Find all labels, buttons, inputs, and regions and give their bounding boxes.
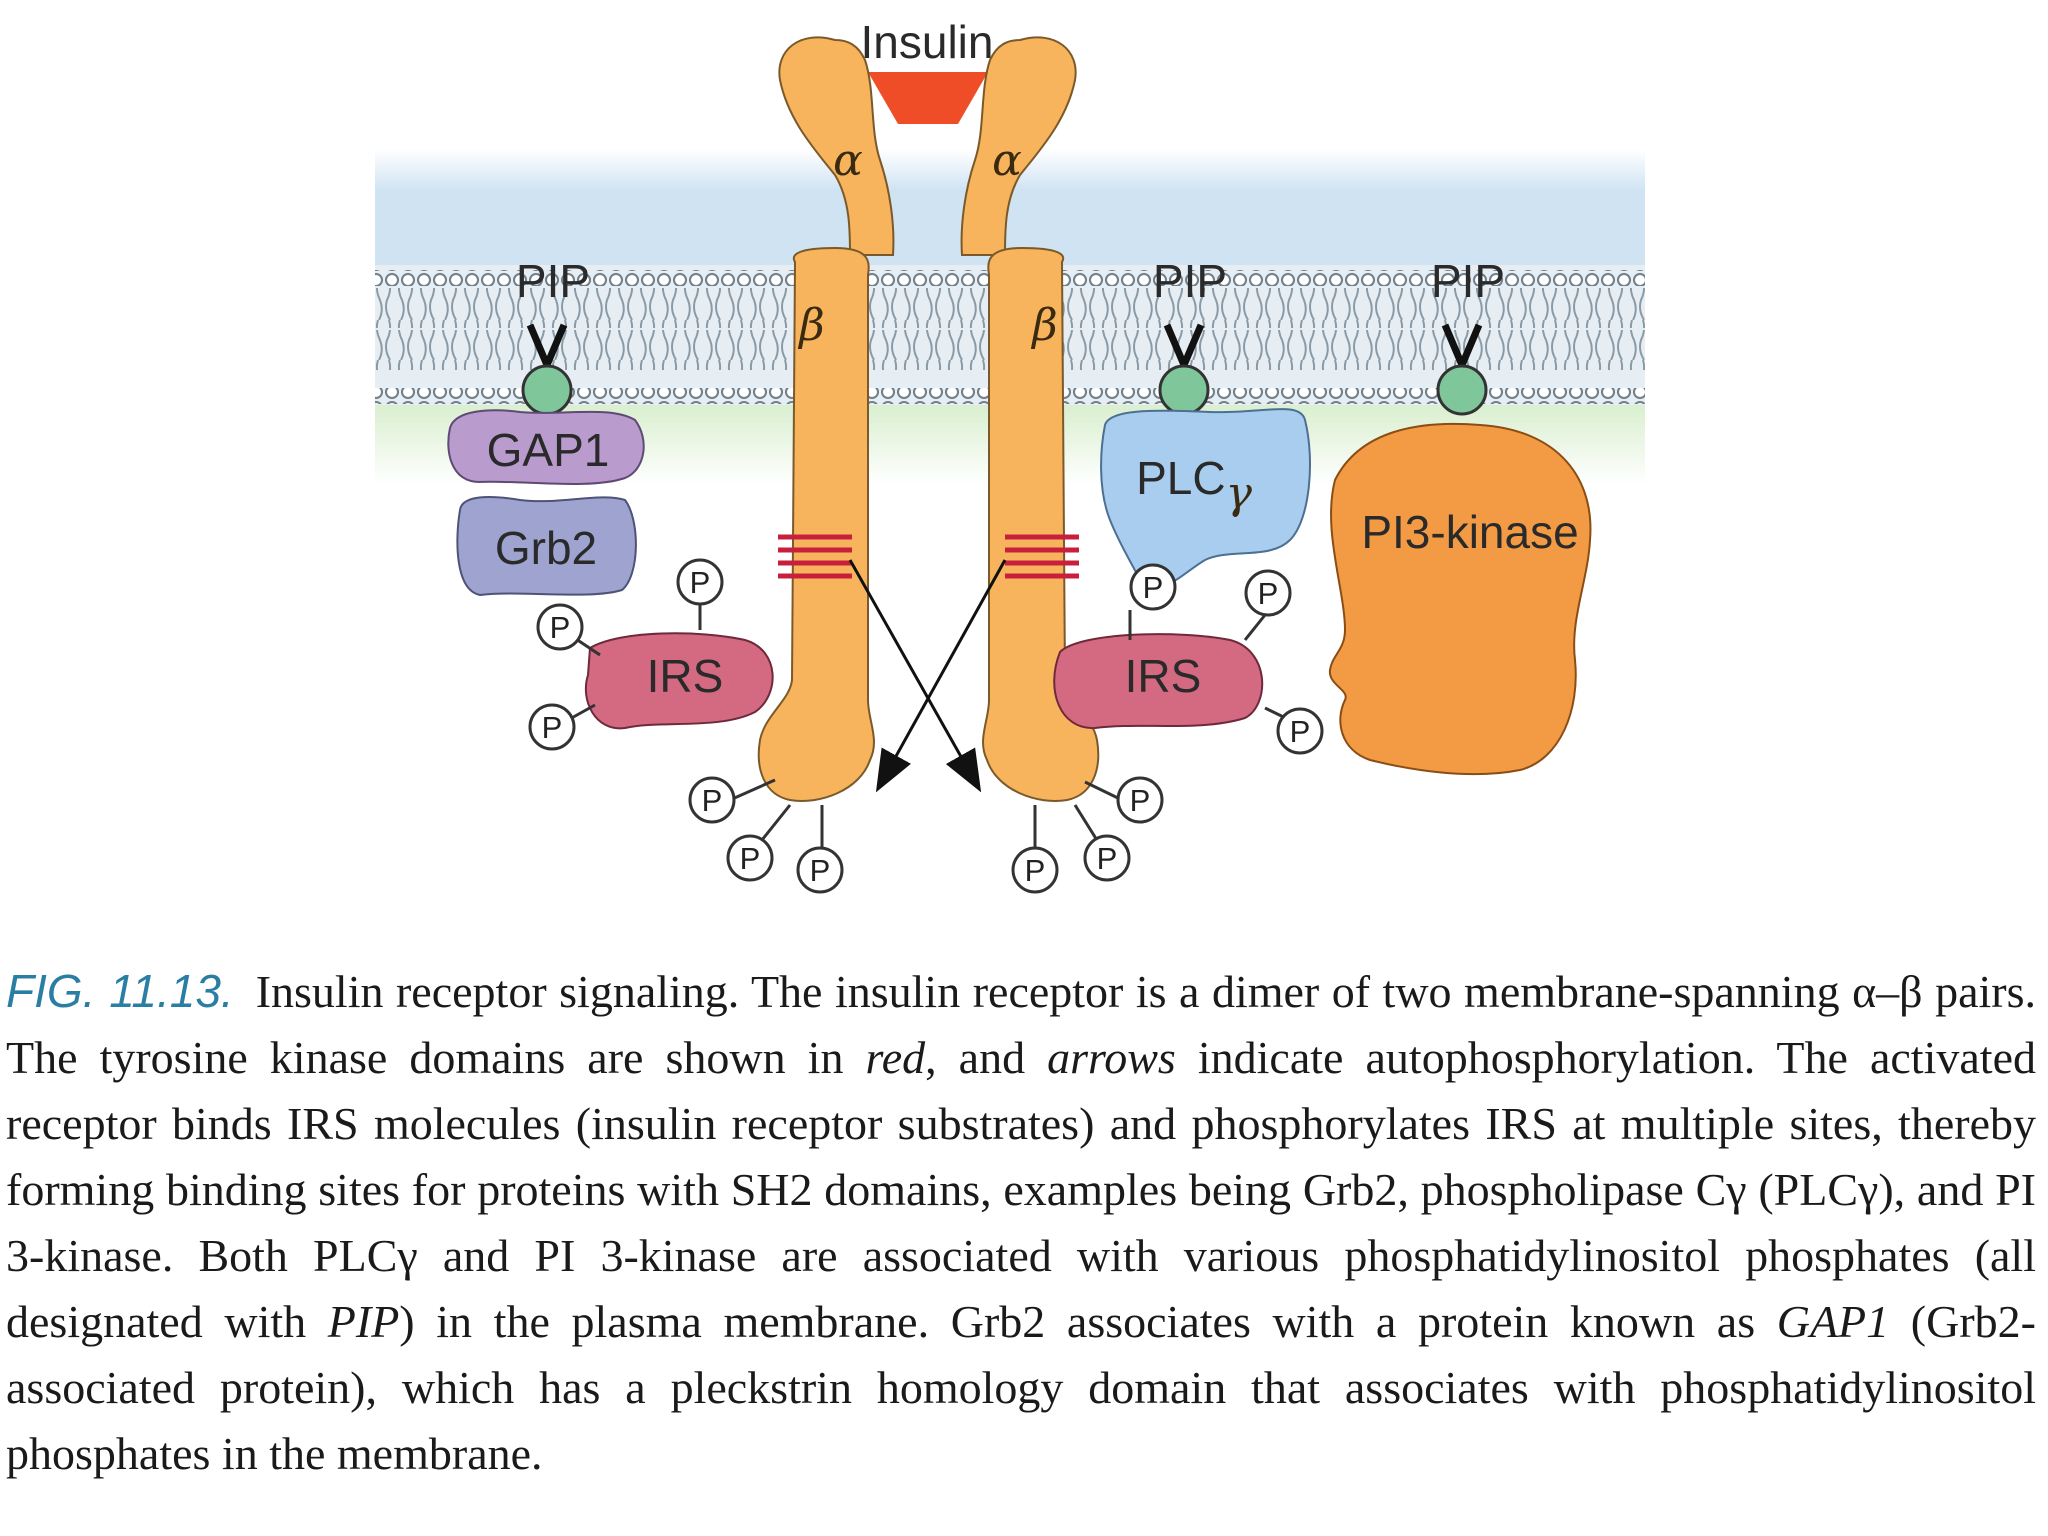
phosphate-badge: P bbox=[676, 558, 724, 606]
insulin-label: Insulin bbox=[861, 16, 994, 68]
phosphate-badge: P bbox=[1244, 569, 1292, 617]
svg-text:P: P bbox=[1258, 576, 1279, 611]
caption-text-1: Insulin receptor signaling. The insulin … bbox=[6, 966, 2036, 1083]
pip-label: PIP bbox=[1153, 255, 1227, 307]
alpha-label-right: α bbox=[992, 135, 1022, 186]
kinase-domain-left bbox=[778, 534, 852, 579]
figure-caption: FIG. 11.13.Insulin receptor signaling. T… bbox=[6, 958, 2036, 1487]
pip-label: PIP bbox=[1431, 255, 1505, 307]
receptor-right: α β bbox=[960, 36, 1100, 802]
phosphate-badge: P bbox=[1011, 846, 1059, 894]
svg-text:P: P bbox=[542, 710, 563, 745]
plc-gamma-subscript: γ bbox=[1226, 468, 1253, 519]
receptor-left: α β bbox=[757, 36, 895, 802]
phosphate-badge: P bbox=[536, 603, 584, 651]
phosphate-badge: P bbox=[1129, 563, 1177, 611]
phosphate-badge: P bbox=[528, 703, 576, 751]
caption-text-3: indicate autophosphorylation. The activa… bbox=[6, 1032, 2036, 1347]
svg-text:P: P bbox=[740, 841, 761, 876]
svg-text:P: P bbox=[1290, 714, 1311, 749]
plc-gamma-protein: PLCγ bbox=[1100, 408, 1311, 589]
phosphate-badge: P bbox=[1276, 707, 1324, 755]
phosphate-badge: P bbox=[796, 846, 844, 894]
plc-label: PLCγ bbox=[1136, 452, 1252, 519]
caption-text-2: , and bbox=[925, 1032, 1048, 1083]
gap1-protein: GAP1 bbox=[447, 409, 645, 486]
beta-subunit-left bbox=[757, 246, 875, 802]
gap1-label: GAP1 bbox=[487, 424, 610, 476]
grb2-label: Grb2 bbox=[495, 522, 597, 574]
alpha-label-left: α bbox=[833, 135, 863, 186]
caption-italic-gap1: GAP1 bbox=[1776, 1296, 1890, 1347]
svg-text:P: P bbox=[550, 610, 571, 645]
phosphate-badge: P bbox=[726, 834, 774, 882]
grb2-protein: Grb2 bbox=[456, 496, 637, 597]
svg-text:P: P bbox=[690, 565, 711, 600]
irs-label-left: IRS bbox=[647, 650, 724, 702]
caption-text-4: ) in the plasma membrane. Grb2 associate… bbox=[399, 1296, 1777, 1347]
svg-text:P: P bbox=[702, 783, 723, 818]
pi3-kinase-protein: PI3-kinase bbox=[1328, 422, 1592, 776]
kinase-domain-right bbox=[1005, 534, 1079, 579]
beta-label-right: β bbox=[1030, 300, 1057, 351]
svg-text:P: P bbox=[1025, 853, 1046, 888]
svg-text:P: P bbox=[1097, 841, 1118, 876]
caption-italic-red: red bbox=[865, 1032, 926, 1083]
pip-label: PIP bbox=[516, 255, 590, 307]
caption-italic-arrows: arrows bbox=[1047, 1032, 1176, 1083]
pip-anchor-plc: PIP bbox=[1153, 255, 1227, 416]
irs-label-right: IRS bbox=[1125, 650, 1202, 702]
pi3-kinase-label: PI3-kinase bbox=[1361, 506, 1578, 558]
phosphate-badge: P bbox=[1116, 776, 1164, 824]
autophosphorylation-arrows bbox=[848, 559, 1007, 793]
pip-anchor-pi3k: PIP bbox=[1431, 255, 1505, 416]
phosphate-badge: P bbox=[1083, 834, 1131, 882]
irs-protein-left: IRS bbox=[584, 632, 774, 730]
caption-italic-pip: PIP bbox=[327, 1296, 400, 1347]
pip-anchor-gap1: PIP bbox=[516, 255, 590, 416]
svg-text:P: P bbox=[1143, 570, 1164, 605]
svg-text:P: P bbox=[1130, 783, 1151, 818]
svg-text:P: P bbox=[810, 853, 831, 888]
beta-label-left: β bbox=[797, 300, 824, 351]
beta-subunit-right bbox=[982, 246, 1100, 802]
figure-label: FIG. 11.13. bbox=[6, 965, 234, 1017]
insulin-receptor-diagram: Insulin α β α β PIP bbox=[375, 16, 1645, 894]
caption-text-5: (Grb2-associated protein), which has a p… bbox=[6, 1296, 2036, 1479]
insulin-molecule: Insulin bbox=[861, 16, 994, 124]
phosphate-circles: P P P P P P P P P P P P bbox=[528, 558, 1324, 894]
phosphate-badge: P bbox=[688, 776, 736, 824]
irs-protein-right: IRS bbox=[1053, 633, 1264, 730]
